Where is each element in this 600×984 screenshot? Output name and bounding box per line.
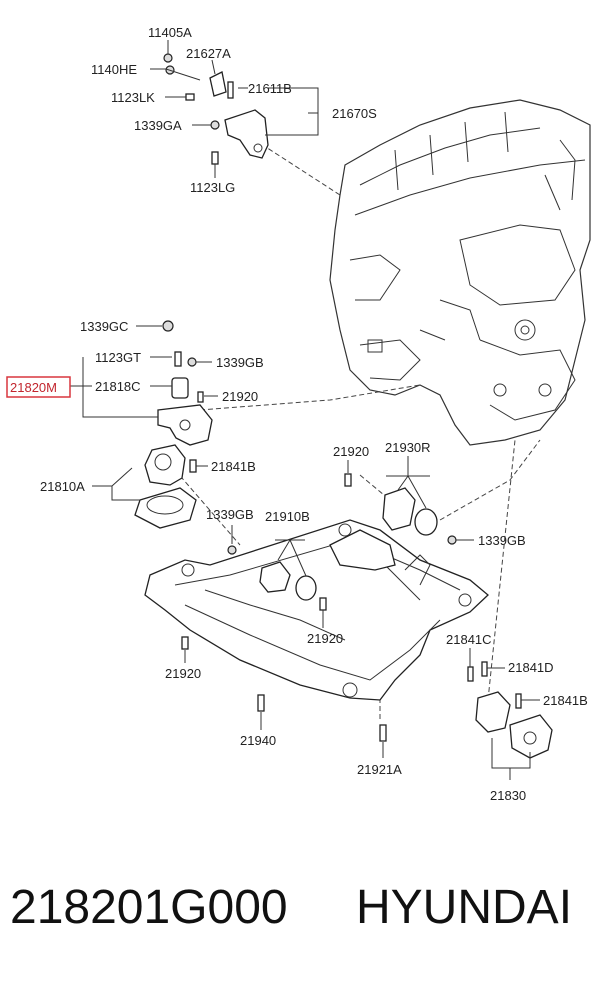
label-21930R: 21930R [385,440,431,455]
label-21920-left: 21920 [165,666,201,681]
label-21940: 21940 [240,733,276,748]
label-21920-mount: 21920 [222,389,258,404]
engine-block [329,99,591,446]
label-1123LK: 1123LK [111,90,155,105]
label-1140HE: 1140HE [91,62,137,77]
bushing-21930R [344,473,457,545]
label-11405A: 11405A [148,25,192,40]
label-1123LG: 1123LG [190,180,235,195]
parts-diagram: 11405A 1140HE 21627A 21611B 1123LK 21670… [6,25,591,803]
label-21611B: 21611B [248,81,292,96]
highlight-box-21820M [6,376,71,398]
label-21921A: 21921A [357,762,402,777]
label-21841B-upper: 21841B [211,459,256,474]
label-21818C: 21818C [95,379,141,394]
front-subframe [144,519,489,742]
label-21841D: 21841D [508,660,554,675]
upper-mount-bracket [163,53,269,165]
label-21627A: 21627A [186,46,231,61]
label-21670S: 21670S [332,106,377,121]
rear-mount-21830 [467,661,553,759]
label-21820M-highlighted: 21820M [10,380,57,395]
label-1339GB-right: 1339GB [478,533,526,548]
label-21920-center: 21920 [307,631,343,646]
label-1339GA: 1339GA [134,118,182,133]
engine-mount-21820M [134,320,213,529]
label-21920-right: 21920 [333,444,369,459]
label-1339GB-left: 1339GB [206,507,254,522]
label-21830: 21830 [490,788,526,803]
label-1339GB-upper: 1339GB [216,355,264,370]
label-21841C: 21841C [446,632,492,647]
bushing-21910B [227,545,327,611]
label-21841B-lower: 21841B [543,693,588,708]
label-1123GT: 1123GT [95,350,141,365]
label-21910B: 21910B [265,509,310,524]
label-1339GC: 1339GC [80,319,128,334]
brand-name: HYUNDAI [356,881,573,934]
label-21810A: 21810A [40,479,85,494]
part-caption: 218201G000 HYUNDAI [0,880,600,950]
part-number: 218201G000 [10,881,288,934]
